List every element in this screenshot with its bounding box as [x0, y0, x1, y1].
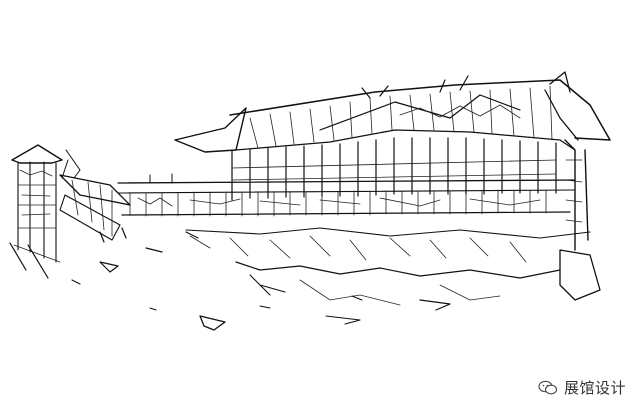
wechat-icon — [538, 380, 558, 394]
scattered-debris — [71, 231, 451, 331]
watermark: 展馆设计 — [538, 377, 626, 398]
water-reflection — [185, 227, 601, 306]
main-hall-facade — [231, 137, 589, 251]
watermark-text: 展馆设计 — [563, 379, 626, 397]
main-hall-roof — [174, 71, 611, 153]
colonnade-bridge — [117, 173, 576, 217]
left-gate-structure — [59, 149, 131, 243]
left-small-pavilion — [9, 144, 63, 279]
